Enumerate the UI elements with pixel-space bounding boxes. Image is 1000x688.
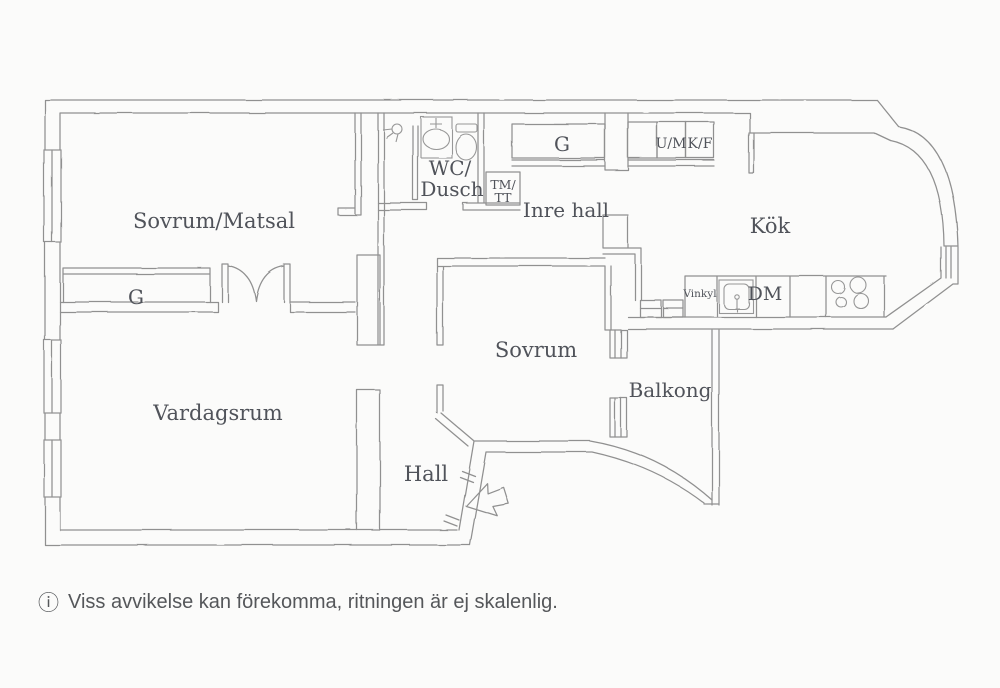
- balcony-door-panel: [609, 329, 628, 359]
- stove-burner-icon: [852, 292, 870, 310]
- washbasin-tap: [430, 118, 442, 128]
- label-um: U/M: [656, 136, 687, 152]
- info-icon: ⓘ: [38, 590, 59, 615]
- washbasin-icon: [420, 116, 453, 159]
- disclaimer-row: ⓘ Viss avvikelse kan förekomma, ritninge…: [38, 591, 558, 614]
- room-label-dusch: Dusch: [420, 177, 483, 201]
- room-label-vardagsrum: Vardagsrum: [152, 401, 283, 425]
- entrance-arrow-icon: [465, 482, 510, 517]
- kitchen-counter: [684, 275, 887, 318]
- balcony-door-lines: [614, 329, 622, 359]
- label-vinkyl: Vinkyl: [682, 288, 717, 300]
- kitchen-top-stub: [748, 132, 755, 174]
- outer-wall: [44, 99, 900, 546]
- label-kf: K/F: [688, 136, 713, 152]
- entrance-door-stubs: [443, 470, 476, 527]
- interior-walls-west: [59, 112, 385, 531]
- kitchen-bottom-wall: [627, 316, 894, 506]
- toilet-tank-icon: [455, 123, 478, 133]
- closet-label-g-main: G: [128, 285, 144, 309]
- room-label-balkong: Balkong: [629, 378, 712, 402]
- label-washer: TM/: [490, 177, 516, 192]
- balcony-window-panel: [609, 397, 628, 438]
- south-wall-band: [435, 412, 713, 546]
- closet-row-front: [627, 159, 715, 167]
- label-dryer: TT: [495, 190, 513, 205]
- room-label-wc: WC/: [429, 156, 472, 180]
- washbasin-bowl: [422, 128, 450, 150]
- wc-walls: [377, 112, 521, 211]
- closet-box: [627, 121, 658, 159]
- washer-dryer-box: [485, 171, 521, 206]
- room-label-inre-hall: Inre hall: [523, 198, 609, 222]
- labels-group: Sovrum/Matsal G WC/ Dusch TM/ TT Inre ha…: [128, 132, 791, 486]
- disclaimer-text: Viss avvikelse kan förekomma, ritningen …: [68, 591, 558, 613]
- walls-group: [43, 99, 959, 546]
- toilet-bowl-icon: [454, 133, 478, 161]
- room-label-kok: Kök: [750, 214, 791, 238]
- kitchen-pillar: [602, 214, 642, 301]
- label-dm: DM: [748, 283, 783, 305]
- sink-faucet: [734, 294, 740, 300]
- stove-burner-icon: [849, 276, 867, 294]
- closet-main-outline: [62, 267, 211, 303]
- stove-burner-icon: [830, 279, 846, 295]
- room-label-hall: Hall: [404, 462, 449, 486]
- stove-burner-icon: [835, 296, 847, 308]
- bay-window-wall: [885, 126, 959, 330]
- room-label-sovrum: Sovrum: [495, 338, 577, 362]
- shower-icon: [391, 123, 403, 135]
- kf-box: [685, 121, 715, 159]
- balcony-window-lines: [614, 397, 622, 438]
- closet-label-g-hall: G: [554, 132, 570, 156]
- sovrum-walls: [436, 257, 612, 414]
- room-label-sovrum-matsal: Sovrum/Matsal: [133, 209, 295, 233]
- sink-icon: [718, 279, 754, 314]
- kitchen-west-wall: [604, 112, 629, 171]
- shower-spray: [382, 128, 399, 143]
